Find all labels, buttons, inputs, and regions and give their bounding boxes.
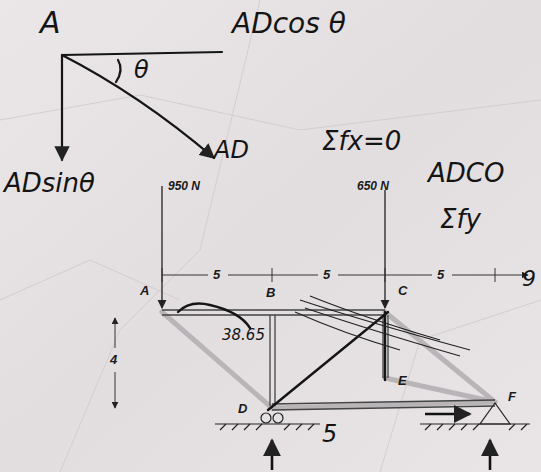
- dimension-value: 5: [323, 268, 330, 281]
- scribbles: [295, 296, 470, 356]
- force-component: ADcos θ: [232, 10, 346, 38]
- reaction-arrows: [272, 414, 490, 470]
- equilibrium-equation: Σfy: [440, 206, 481, 232]
- force-name: AD: [214, 138, 249, 162]
- note-digit: 9: [522, 268, 536, 290]
- member-force: 38.65: [222, 328, 265, 343]
- joint-letter: B: [266, 286, 275, 299]
- load-arrows: [162, 186, 385, 308]
- truss-outline: [162, 310, 495, 410]
- dimension-value: 4: [110, 353, 117, 366]
- joint-letter: D: [238, 402, 247, 415]
- joint-letter: F: [508, 390, 516, 403]
- joint-letter: C: [398, 284, 407, 297]
- angle-symbol: θ: [134, 58, 149, 82]
- force-component: ADCO: [428, 160, 504, 186]
- load-value: 950 N: [168, 180, 200, 192]
- load-value: 650 N: [357, 180, 389, 192]
- dimension-lines: [115, 268, 528, 408]
- equilibrium-equation: Σfx=0: [322, 128, 401, 154]
- joint-letter: A: [140, 284, 149, 297]
- joint-letter: E: [398, 374, 407, 387]
- dimension-value: 5: [213, 268, 220, 281]
- dimension-value: 5: [437, 268, 444, 281]
- force-sketch: [62, 52, 222, 160]
- dimension-value: 5: [322, 422, 337, 446]
- joint-letter: A: [40, 8, 61, 38]
- handwritten-members: [178, 304, 388, 410]
- force-component: ADsinθ: [4, 170, 95, 196]
- supports: [215, 403, 530, 430]
